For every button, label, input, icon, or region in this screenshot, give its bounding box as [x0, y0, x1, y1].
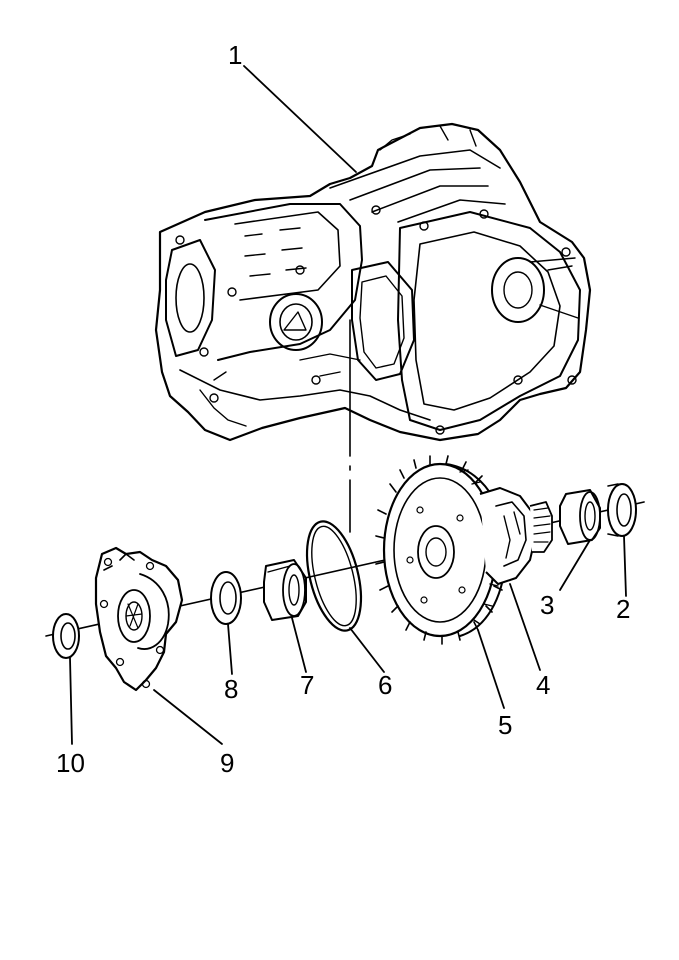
callout-7: 7 — [300, 670, 314, 700]
callout-4: 4 — [536, 670, 550, 700]
callout-5: 5 — [498, 710, 512, 740]
bearing-right — [559, 489, 601, 545]
callout-9: 9 — [220, 748, 234, 778]
o-ring — [305, 520, 363, 632]
transaxle-case — [154, 122, 592, 442]
callout-3: 3 — [540, 590, 554, 620]
leader-lines — [69, 65, 627, 745]
callout-1: 1 — [228, 40, 242, 70]
callout-8: 8 — [224, 674, 238, 704]
axle-seal — [52, 613, 80, 659]
bearing-left — [263, 559, 307, 621]
callout-6: 6 — [378, 670, 392, 700]
callout-2: 2 — [616, 594, 630, 624]
callout-labels: 1 2 3 4 5 6 7 8 9 10 — [56, 40, 630, 778]
differential-case — [479, 487, 553, 585]
seal-right — [607, 483, 637, 537]
callout-10: 10 — [56, 748, 85, 778]
extension-housing — [94, 546, 184, 692]
shim-seal — [210, 571, 242, 625]
